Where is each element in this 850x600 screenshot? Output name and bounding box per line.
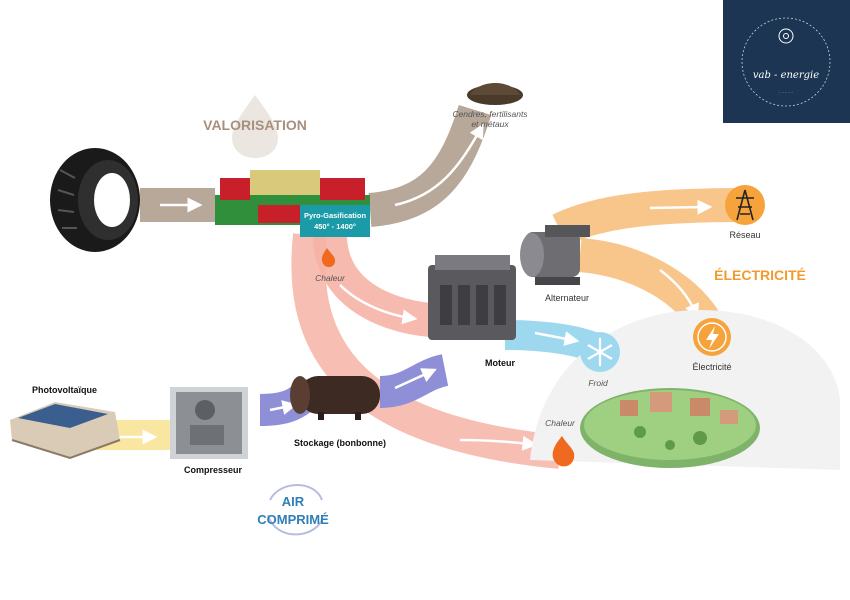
compressor-unit: [170, 387, 248, 459]
label-chaleur-top: Chaleur: [315, 273, 346, 283]
brand-name: vab - energie: [753, 70, 819, 81]
flow-band-heat-bottom: [291, 233, 562, 469]
label-electricite: Électricité: [692, 362, 731, 372]
flame-icon: [321, 248, 336, 268]
city-illustration: [580, 388, 760, 468]
pyro-title: Pyro-Gasification: [304, 211, 367, 220]
label-moteur: Moteur: [485, 358, 515, 368]
label-alternateur: Alternateur: [545, 293, 589, 303]
brand-panel: vab - energie · · · · ·: [723, 0, 850, 123]
label-compresseur: Compresseur: [184, 465, 243, 475]
label-photovoltaique: Photovoltaïque: [32, 385, 97, 395]
moteur-engine: [428, 255, 516, 340]
snowflake-icon: [580, 332, 620, 372]
label-reseau: Réseau: [729, 230, 760, 240]
flower-icon: [778, 28, 794, 44]
lightning-icon: [693, 318, 731, 356]
alternator: [520, 225, 590, 285]
label-froid: Froid: [588, 378, 608, 388]
label-stockage: Stockage (bonbonne): [294, 438, 386, 448]
pylon-icon: [725, 185, 765, 225]
section-electricite: ÉLECTRICITÉ: [714, 267, 806, 283]
residues-pile: [467, 82, 523, 105]
flow-band-reseau: [552, 188, 746, 246]
solar-house: [10, 402, 121, 460]
section-air-2: COMPRIMÉ: [257, 512, 329, 527]
flow-band-residues: [368, 104, 492, 227]
drop-icon: [232, 95, 278, 158]
flow-band-heat-moteur: [313, 233, 433, 337]
brand-tagline: · · · · ·: [779, 90, 793, 96]
residues-label-1: Cendres, fertilisants: [452, 109, 528, 119]
swirl-icon: [267, 484, 323, 536]
pyro-gasification-machine: Pyro-Gasification 450° - 1400°: [215, 170, 370, 237]
flow-band-air-moteur: [379, 354, 450, 408]
storage-tank: [290, 376, 380, 420]
section-air-1: AIR: [282, 494, 305, 509]
flame-icon-bottom: [552, 436, 575, 467]
pyro-temperature: 450° - 1400°: [314, 222, 356, 231]
residues-label-2: et métaux: [471, 119, 509, 129]
section-valorisation: VALORISATION: [203, 117, 307, 133]
flow-arrows: [112, 123, 713, 451]
tyre-illustration: [50, 148, 140, 252]
label-chaleur-bottom: Chaleur: [545, 418, 576, 428]
